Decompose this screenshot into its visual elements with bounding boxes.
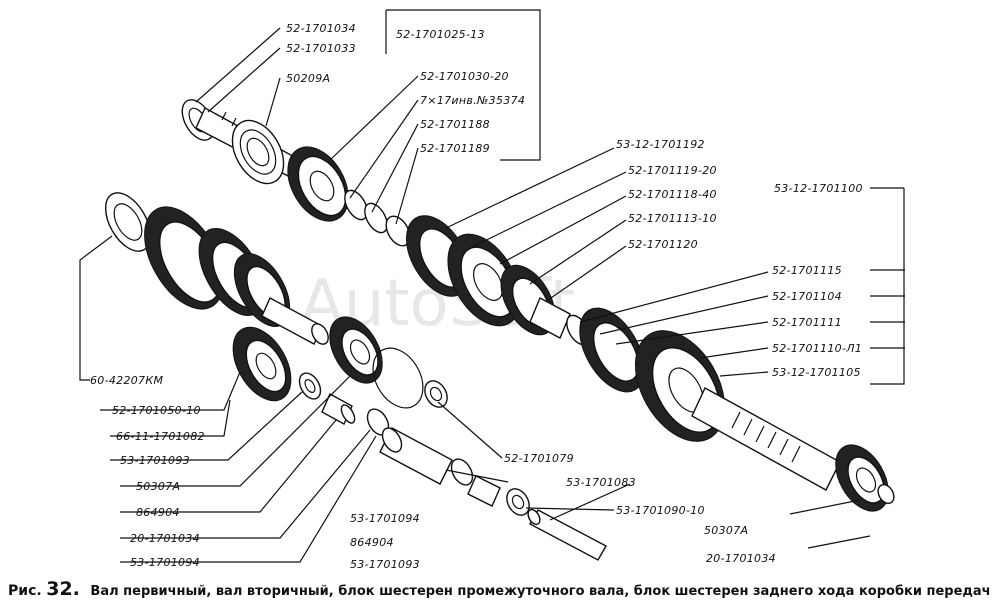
caption-text: Вал первичный, вал вторичный, блок шесте… xyxy=(90,584,991,599)
label-l13: 52-1701120 xyxy=(628,238,698,251)
label-l16: 52-1701104 xyxy=(772,290,842,303)
label-l31: 864904 xyxy=(350,536,394,549)
caption-number: 32. xyxy=(46,578,80,600)
label-l07: 52-1701188 xyxy=(420,118,490,131)
label-l24: 50307А xyxy=(136,480,180,493)
label-l32: 53-1701093 xyxy=(350,558,420,571)
label-l25: 864904 xyxy=(136,506,180,519)
group-brackets xyxy=(385,9,905,385)
part-labels: 52-1701034 52-1701033 50209А 52-1701025-… xyxy=(90,22,863,571)
small-parts xyxy=(298,316,607,561)
label-l10: 52-1701119-20 xyxy=(628,164,717,177)
label-l35: 20-1701034 xyxy=(706,552,776,565)
label-l14: 53-12-1701100 xyxy=(774,182,863,195)
label-l08: 52-1701189 xyxy=(420,142,490,155)
caption-prefix: Рис. xyxy=(8,583,42,599)
label-l28: 52-1701079 xyxy=(504,452,574,465)
label-l15: 52-1701115 xyxy=(772,264,842,277)
label-l05: 52-1701030-20 xyxy=(420,70,509,83)
exploded-gearbox-diagram: AutoSoft xyxy=(79,9,905,571)
label-l26: 20-1701034 xyxy=(130,532,200,545)
primary-shaft xyxy=(181,99,411,247)
label-l29: 53-1701083 xyxy=(566,476,636,489)
label-l21: 52-1701050-10 xyxy=(112,404,201,417)
label-l22: 66-11-1701082 xyxy=(116,430,205,443)
label-l04: 52-1701025-13 xyxy=(396,28,485,41)
label-l11: 52-1701118-40 xyxy=(628,188,717,201)
label-l02: 52-1701033 xyxy=(286,42,356,55)
label-l03: 50209А xyxy=(286,72,330,85)
label-l34: 50307А xyxy=(704,524,748,537)
label-l27: 53-1701094 xyxy=(130,556,200,569)
figure-caption: Рис. 32. Вал первичный, вал вторичный, б… xyxy=(8,578,992,602)
label-l23: 53-1701093 xyxy=(120,454,190,467)
label-l17: 52-1701111 xyxy=(772,316,842,329)
label-l18: 52-1701110-Л1 xyxy=(772,342,862,355)
label-l33: 53-1701090-10 xyxy=(616,504,705,517)
leader-lines xyxy=(79,27,871,563)
secondary-shaft xyxy=(406,215,895,512)
label-l01: 52-1701034 xyxy=(286,22,356,35)
label-l19: 53-12-1701105 xyxy=(772,366,861,379)
label-l30: 53-1701094 xyxy=(350,512,420,525)
label-l09: 53-12-1701192 xyxy=(616,138,705,151)
label-l06: 7×17инв.№35374 xyxy=(420,94,525,107)
label-l20: 60-42207КМ xyxy=(90,374,163,387)
label-l12: 52-1701113-10 xyxy=(628,212,717,225)
countershaft-gear-block xyxy=(104,192,329,402)
